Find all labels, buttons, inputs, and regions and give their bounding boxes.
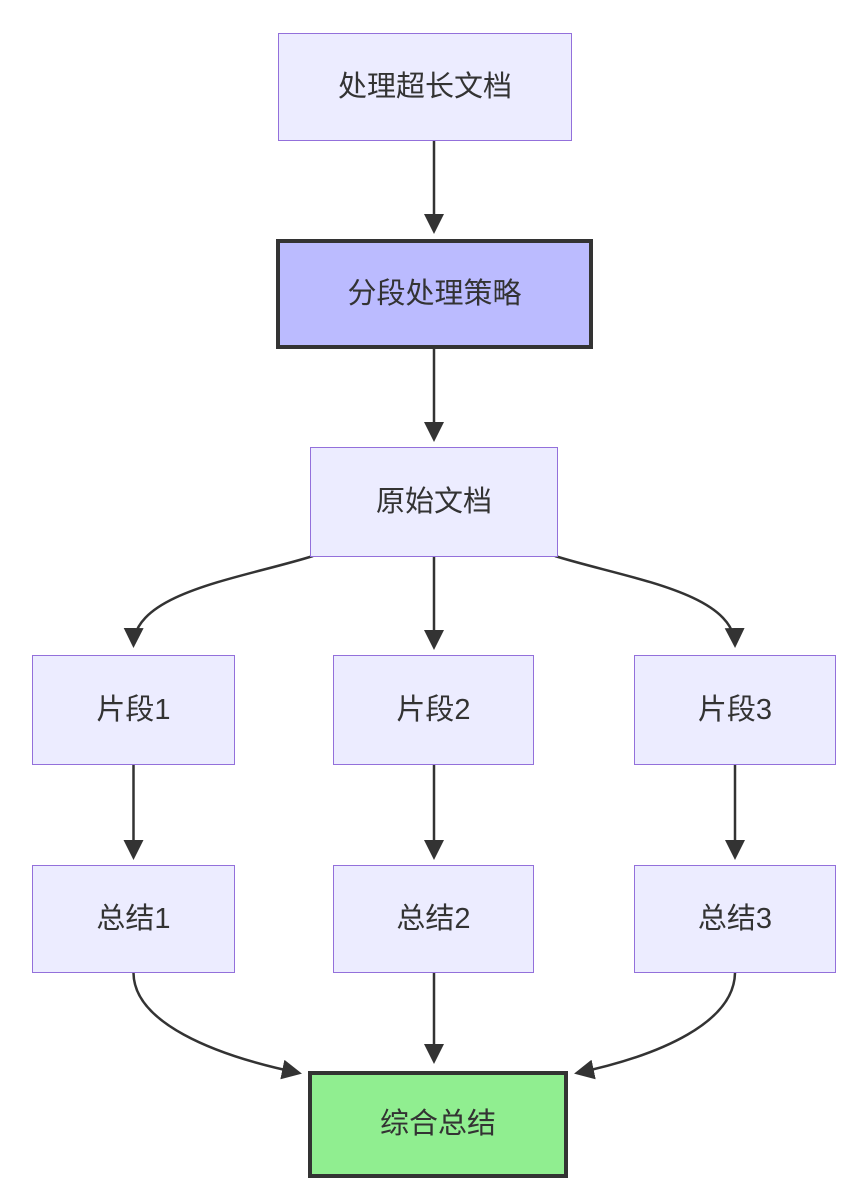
- node-label: 片段3: [697, 693, 773, 726]
- node-label: 分段处理策略: [347, 277, 522, 310]
- node-label: 总结3: [697, 902, 773, 935]
- node-summary-1: 总结1: [32, 865, 235, 973]
- edge-source-to-frag3: [554, 554, 745, 648]
- node-final-summary: 综合总结: [308, 1071, 568, 1178]
- node-summary-3: 总结3: [634, 865, 836, 973]
- node-label: 总结1: [96, 902, 171, 935]
- node-label: 总结2: [396, 902, 471, 935]
- node-original-document: 原始文档: [310, 447, 558, 557]
- edge-sum1-to-final: [132, 972, 302, 1080]
- node-label: 综合总结: [379, 1108, 496, 1141]
- node-segmented-strategy: 分段处理策略: [276, 239, 593, 349]
- node-label: 处理超长文档: [337, 70, 512, 103]
- node-fragment-3: 片段3: [634, 655, 836, 765]
- edge-sum3-to-final: [574, 972, 737, 1080]
- node-summary-2: 总结2: [333, 865, 534, 973]
- node-fragment-2: 片段2: [333, 655, 534, 765]
- node-label: 片段2: [396, 693, 471, 726]
- node-label: 片段1: [96, 693, 171, 726]
- node-fragment-1: 片段1: [32, 655, 235, 765]
- edge-source-to-frag1: [123, 554, 314, 648]
- node-process-long-document: 处理超长文档: [278, 33, 572, 141]
- node-label: 原始文档: [375, 485, 492, 518]
